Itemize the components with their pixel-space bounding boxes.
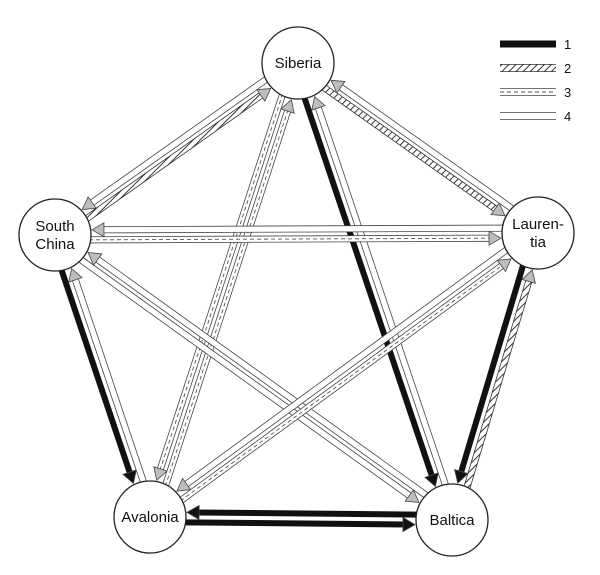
legend-label-4: 4 <box>564 109 571 124</box>
arrow-baltica-to-laurentia <box>463 269 536 490</box>
link-avalonia-baltica <box>183 504 419 533</box>
link-laurentia-baltica <box>454 263 536 490</box>
arrow-avalonia-to-baltica <box>183 516 416 533</box>
link-siberia-laurentia <box>320 79 516 217</box>
node-circle-avalonia <box>113 480 187 554</box>
arrow-avalonia-to-laurentia <box>178 258 512 504</box>
node-circle-laurentia <box>501 196 575 270</box>
arrow-laurentia-to-siberia <box>330 79 516 213</box>
legend: 1 2 3 4 <box>500 37 571 124</box>
link-southchina-baltica <box>77 252 430 503</box>
node-laurentia: Lauren-tia <box>501 196 575 270</box>
link-siberia-baltica <box>301 95 450 488</box>
node-label-southchina: China <box>35 236 75 253</box>
arrow-laurentia-to-southchina <box>91 222 504 238</box>
node-circle-siberia <box>261 26 335 100</box>
arrow-laurentia-to-avalonia <box>176 246 510 492</box>
legend-item-4: 4 <box>500 109 571 124</box>
arrow-siberia-to-baltica <box>301 95 439 488</box>
arrow-siberia-to-avalonia <box>153 92 287 482</box>
node-label-siberia: Siberia <box>275 55 322 72</box>
node-label-southchina: South <box>35 218 74 235</box>
link-southchina-avalonia <box>58 267 148 485</box>
arrow-baltica-to-siberia <box>311 95 450 488</box>
legend-label-3: 3 <box>564 85 571 100</box>
link-siberia-southchina <box>81 75 272 223</box>
link-southchina-laurentia <box>89 222 504 246</box>
arrow-avalonia-to-southchina <box>68 267 148 485</box>
legend-item-3: 3 <box>500 85 571 100</box>
arrow-laurentia-to-baltica <box>454 263 527 484</box>
node-label-laurentia: tia <box>530 234 547 251</box>
link-siberia-avalonia <box>153 92 295 488</box>
arrow-baltica-to-avalonia <box>186 504 419 521</box>
arrow-southchina-to-laurentia <box>89 230 502 246</box>
legend-label-1: 1 <box>564 37 571 52</box>
node-siberia: Siberia <box>261 26 335 100</box>
arrow-baltica-to-southchina <box>87 252 430 499</box>
node-circle-baltica <box>415 483 489 557</box>
node-label-avalonia: Avalonia <box>121 509 179 526</box>
arrow-southchina-to-siberia <box>83 88 272 223</box>
node-baltica: Baltica <box>415 483 489 557</box>
arrow-siberia-to-laurentia <box>320 83 506 217</box>
legend-label-2: 2 <box>564 61 571 76</box>
arrow-avalonia-to-siberia <box>161 98 295 488</box>
node-circle-southchina <box>18 198 92 272</box>
arrow-siberia-to-southchina <box>81 75 270 210</box>
legend-item-2: 2 <box>500 61 571 76</box>
arrow-southchina-to-avalonia <box>58 267 137 485</box>
arrow-southchina-to-baltica <box>77 256 420 503</box>
node-avalonia: Avalonia <box>113 480 187 554</box>
links-layer <box>58 75 536 533</box>
legend-item-1: 1 <box>500 37 571 52</box>
link-laurentia-avalonia <box>176 246 512 504</box>
node-label-baltica: Baltica <box>429 512 475 529</box>
node-label-laurentia: Lauren- <box>512 216 564 233</box>
